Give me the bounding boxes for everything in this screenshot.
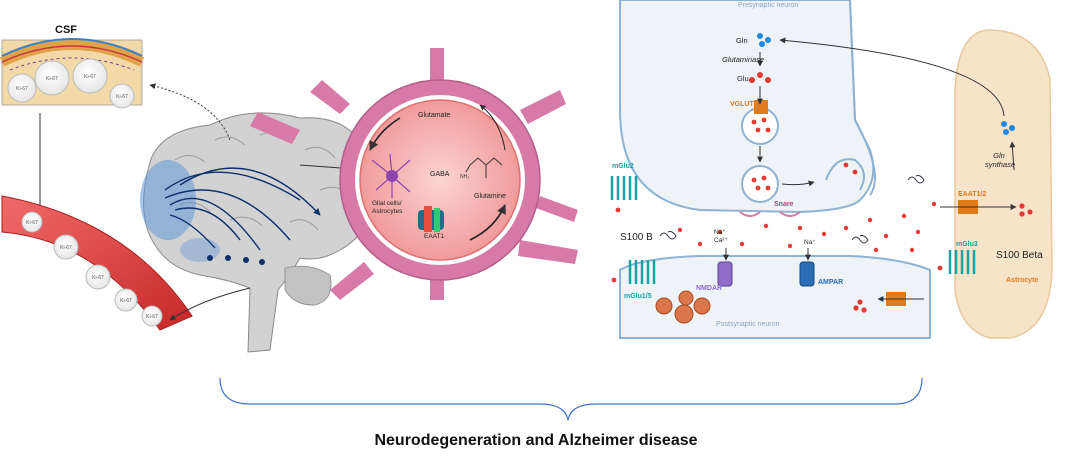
na-ca-line: Ca²⁺ <box>714 237 728 244</box>
vessel-cell-label: Ki-67 <box>120 298 132 304</box>
s100b-protein-icon <box>659 175 925 244</box>
s100b-left-label: S100 B <box>620 232 653 243</box>
glu-label: Glu <box>737 74 749 83</box>
gln-synthase-line: synthase <box>985 160 1015 169</box>
astrocyte-label: Astrocyte <box>1006 277 1038 284</box>
presynaptic-neuron <box>619 0 875 214</box>
astrocyte-body <box>954 29 1053 339</box>
csf-cell-label: Ki-67 <box>84 74 96 80</box>
vesicle <box>741 165 779 203</box>
postsynaptic-label: Postsynaptic neuron <box>716 321 780 328</box>
eaat1-label: EAAT1 <box>424 233 444 240</box>
vessel-cell <box>114 288 138 312</box>
vessel-cell-label: Ki-67 <box>60 245 72 251</box>
glutamate-label: Glutamate <box>418 112 450 119</box>
arrow-brainstem-to-vessel <box>169 287 251 321</box>
mglu3-label: mGlu3 <box>956 241 978 248</box>
csf-title: CSF <box>55 24 77 36</box>
nh2-label: NH₂ <box>460 174 469 180</box>
vglut-transporter-icon <box>754 100 768 114</box>
vessel-cell-label: Ki-67 <box>92 275 104 281</box>
vessel-cell-label: Ki-67 <box>26 220 38 226</box>
na-label: Na⁺ <box>804 239 816 246</box>
csf-cell <box>72 58 108 94</box>
glial-cell-icon <box>371 153 411 198</box>
eaat12-label: EAAT1/2 <box>958 191 986 198</box>
na-ca-line: Na⁺ <box>714 229 726 236</box>
figure-caption: Neurodegeneration and Alzheimer disease <box>374 432 698 449</box>
gln-synthase-line: Gln <box>993 151 1005 160</box>
gln-label: Gln <box>736 36 748 45</box>
gaba-label: GABA <box>430 171 450 178</box>
mglu3-receptor-icon <box>948 250 976 274</box>
na-ca-label: Na⁺ Ca²⁺ <box>714 229 728 244</box>
mglu2-receptor-icon <box>610 176 638 200</box>
grouping-bracket <box>219 377 923 421</box>
mglu2-label: mGlu2 <box>612 163 634 170</box>
csf-cell <box>34 60 70 96</box>
csf-panel: Ki-67 Ki-67 Ki-67 Ki-67 CSF <box>0 24 145 109</box>
s100b-right-label: S100 Beta <box>996 250 1043 261</box>
csf-cell-label: Ki-67 <box>46 76 58 82</box>
glutamine-label: Glutamine <box>474 193 506 200</box>
nmdar-receptor-icon <box>717 261 733 287</box>
synapse-panel: Presynaptic neuron Postsynaptic neuron G… <box>610 0 1053 339</box>
csf-cell-label: Ki-67 <box>16 86 28 92</box>
ampar-label: AMPAR <box>818 279 843 286</box>
gln-synthase-label: Gln synthase <box>985 151 1015 169</box>
vglut-label: VGLUT <box>730 101 754 108</box>
glial-cells-line: Astrocytes <box>372 208 403 215</box>
presynaptic-label: Presynaptic neuron <box>738 2 798 9</box>
vessel-cell <box>85 264 111 290</box>
snare-icon <box>739 211 801 217</box>
vessel-cell-label: Ki-67 <box>146 314 158 320</box>
mglu15-receptor-icon <box>628 260 656 284</box>
blood-vessel-panel: Ki-67 Ki-67 Ki-67 Ki-67 Ki-67 <box>1 195 193 331</box>
postsynaptic-neuron <box>619 255 931 339</box>
ampar-receptor-icon <box>799 261 815 287</box>
glial-cells-line: Glial cells/ <box>372 200 402 207</box>
brain-illustration <box>140 112 371 353</box>
vessel-cell <box>21 211 43 233</box>
capillary-panel: NH₂ Glutamate GABA Glial cells/ Astrocyt… <box>250 48 578 300</box>
capillary-lumen <box>359 99 521 261</box>
csf-cell-label: Ki-67 <box>116 94 128 100</box>
glutamine-structure-icon <box>465 157 503 178</box>
eaat1-transporter-icon <box>418 206 444 232</box>
amyloid-plaque-icon <box>655 290 711 324</box>
glial-cells-label: Glial cells/ Astrocytes <box>372 200 403 215</box>
glutaminase-label: Glutaminase <box>722 55 764 64</box>
vessel-cell <box>53 234 79 260</box>
csf-cell <box>109 83 135 109</box>
arrow-brain-to-csf <box>149 83 231 141</box>
mglu15-label: mGlu1/5 <box>624 293 652 300</box>
nmdar-label: NMDAR <box>696 285 722 292</box>
snare-label: Snare <box>774 201 794 208</box>
csf-cell <box>7 73 37 103</box>
vessel-cell <box>141 305 163 327</box>
